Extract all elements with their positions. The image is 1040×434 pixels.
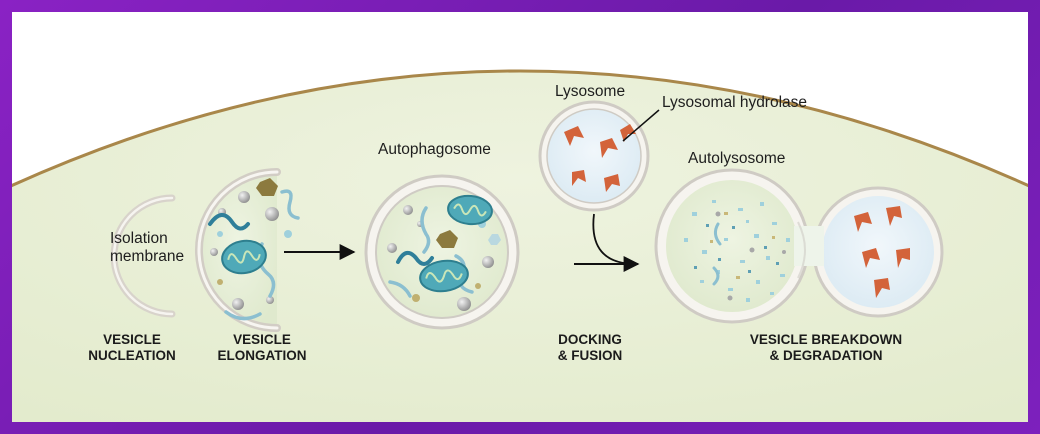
hydrolase-icon xyxy=(604,174,620,192)
stage-docking-line1: DOCKING xyxy=(558,332,622,347)
autophagosome xyxy=(364,174,520,330)
autophagosome-label: Autophagosome xyxy=(378,141,491,158)
stage-nucleation-line1: VESICLE xyxy=(103,332,161,347)
stage-docking-fusion: DOCKING & FUSION xyxy=(540,332,640,363)
lysosome-label: Lysosome xyxy=(555,83,626,100)
hydrolase-icon xyxy=(854,212,872,232)
stage-breakdown-line1: VESICLE BREAKDOWN xyxy=(749,332,903,347)
autolysosome-label: Autolysosome xyxy=(688,150,786,167)
stage-elongation-line2: ELONGATION xyxy=(217,347,307,363)
hydrolase-icon xyxy=(600,138,618,158)
hydrolase-icon xyxy=(572,170,586,186)
stage-docking-line2: & FUSION xyxy=(557,347,623,363)
elongating-vesicle xyxy=(195,168,300,332)
isolation-membrane xyxy=(110,194,176,318)
hydrolase-pointer-line xyxy=(622,109,660,142)
isolation-membrane-label: Isolation membrane xyxy=(110,230,184,266)
autolysosome xyxy=(654,168,944,324)
autophagy-diagram xyxy=(12,69,1028,422)
isolation-label-line1: Isolation xyxy=(110,230,168,247)
hydrolase-icon xyxy=(896,248,910,268)
diagram-panel: Isolation membrane Autophagosome Lysosom… xyxy=(12,12,1028,422)
hydrolase-icon xyxy=(886,206,902,226)
stage-nucleation-line2: NUCLEATION xyxy=(88,347,176,363)
stage-elongation-line1: VESICLE xyxy=(233,332,291,347)
lysosome xyxy=(538,100,650,212)
hydrolase-icon xyxy=(564,126,584,146)
stage-vesicle-nucleation: VESICLE NUCLEATION xyxy=(82,332,182,363)
stage-vesicle-elongation: VESICLE ELONGATION xyxy=(212,332,312,363)
hydrolase-icon xyxy=(874,278,890,298)
hydrolase-icon xyxy=(862,248,880,268)
stage-vesicle-breakdown: VESICLE BREAKDOWN & DEGRADATION xyxy=(726,332,926,363)
cytoplasm-region xyxy=(12,69,1028,422)
lysosomal-hydrolase-label: Lysosomal hydrolase xyxy=(662,94,808,111)
hydrolase-icon xyxy=(620,124,636,142)
stage-breakdown-line2: & DEGRADATION xyxy=(769,347,883,363)
isolation-label-line2: membrane xyxy=(110,247,185,265)
